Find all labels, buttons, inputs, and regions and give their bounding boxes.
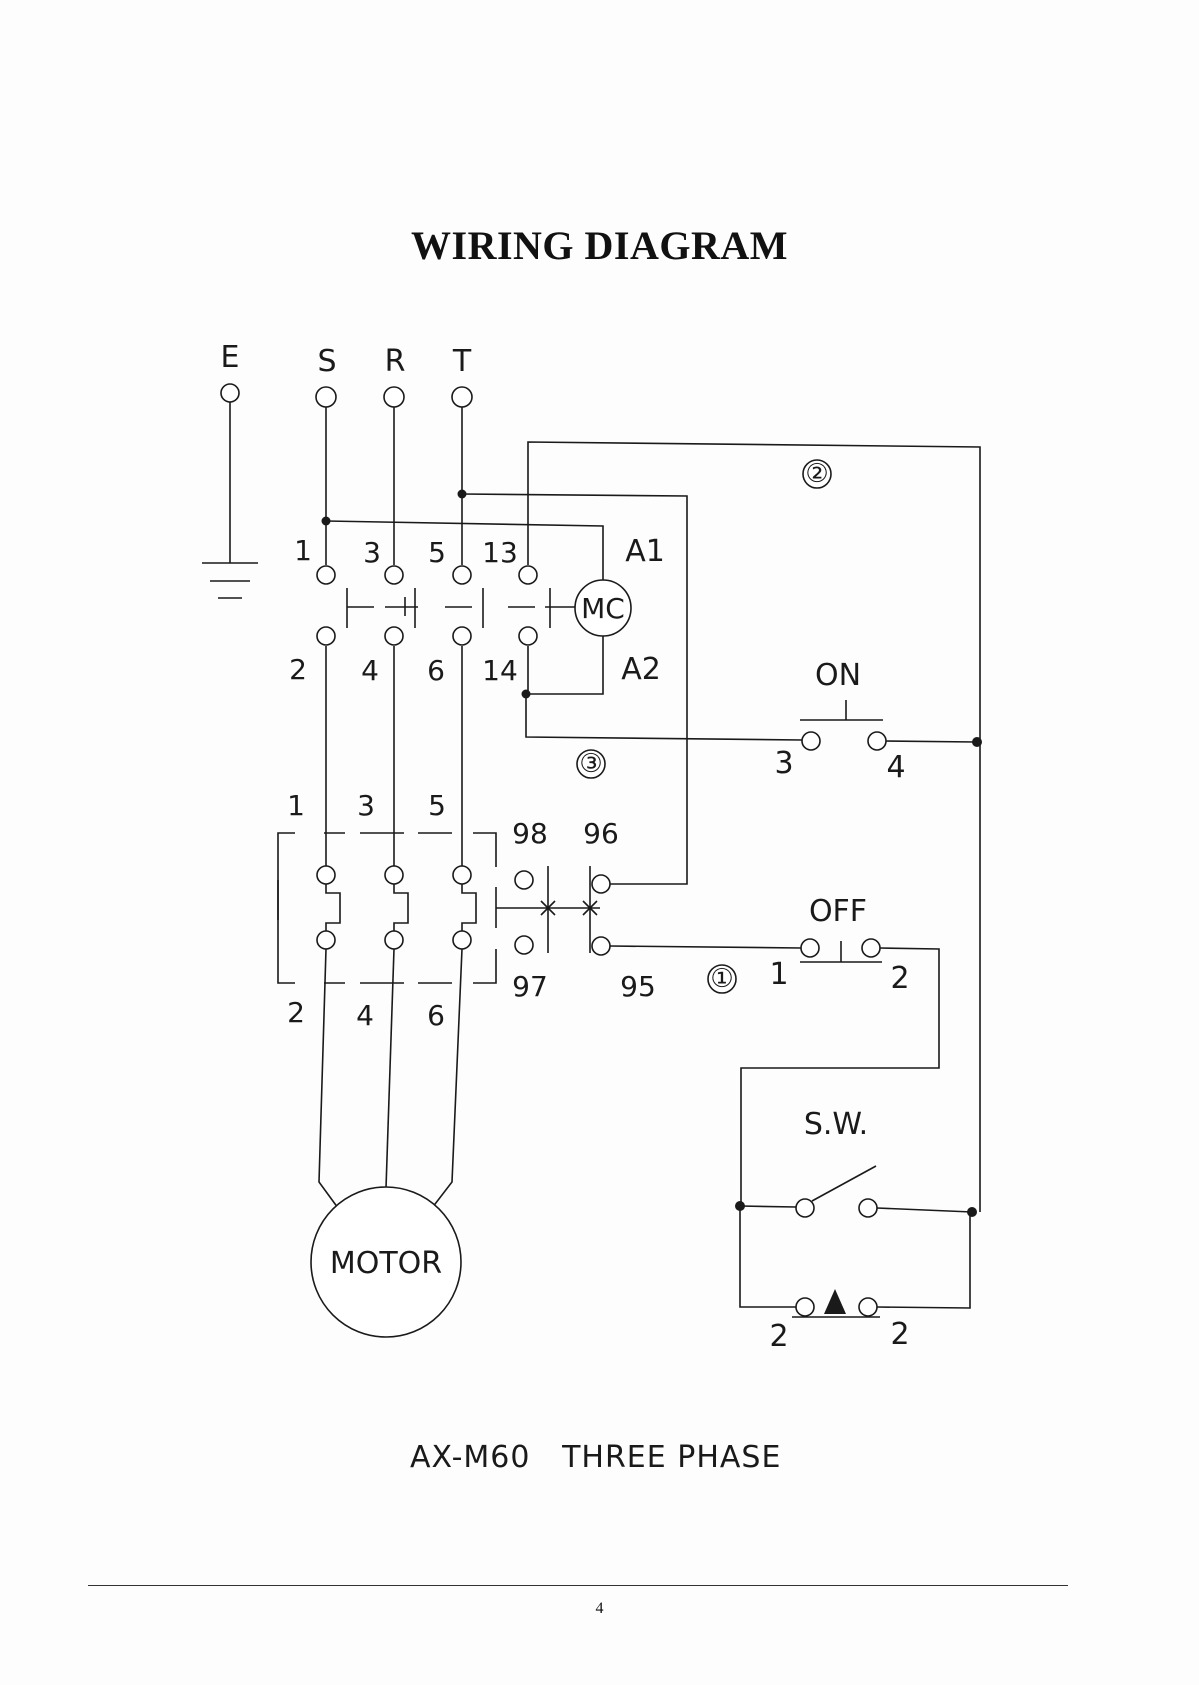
contactor-top-13: 13	[482, 536, 518, 569]
overload-bottom-4: 4	[356, 999, 374, 1032]
junction-on-bus	[972, 737, 982, 747]
page-number: 4	[0, 1600, 1199, 1618]
overload-top-1: 1	[287, 789, 305, 822]
label-s: S	[317, 344, 336, 379]
overload-bottom-6: 6	[427, 999, 445, 1032]
on-switch-4: 4	[886, 750, 905, 785]
label-t: T	[452, 344, 472, 379]
footer-divider	[88, 1585, 1068, 1586]
overload-98: 98	[512, 817, 548, 850]
caption-model: AX-M60	[410, 1440, 530, 1475]
supply-terminals	[316, 387, 472, 407]
motor-label: MOTOR	[330, 1246, 442, 1281]
contactor-top-1: 1	[294, 534, 312, 567]
overload-bottom-2: 2	[287, 996, 305, 1029]
contactor-bottom-6: 6	[427, 654, 445, 687]
coil-a1: A1	[625, 534, 665, 569]
contactor-top-5: 5	[428, 536, 446, 569]
selector-lower-contact	[740, 1206, 970, 1317]
contactor-bottom-terminals	[317, 627, 537, 645]
off-switch-label: OFF	[809, 894, 867, 929]
selector-switch-label: S.W.	[804, 1107, 868, 1142]
wire-2-number: ②	[805, 459, 828, 489]
overload-top-5: 5	[428, 789, 446, 822]
on-switch-label: ON	[815, 658, 861, 693]
overload-96: 96	[583, 817, 619, 850]
contactor-bottom-14: 14	[482, 654, 518, 687]
earth-ground-symbol	[202, 384, 258, 598]
contactor-coil: MC	[528, 580, 631, 694]
selector-switch-right: 2	[890, 1317, 909, 1352]
caption-phase: THREE PHASE	[562, 1440, 781, 1475]
selector-switch-left: 2	[769, 1319, 788, 1354]
contactor-main-contacts	[347, 588, 578, 628]
motor-symbol: MOTOR	[311, 1187, 461, 1337]
label-e: E	[221, 340, 240, 375]
overload-enclosure	[278, 833, 532, 983]
selector-switch	[735, 1166, 977, 1217]
diagram-caption: AX-M60 THREE PHASE	[410, 1440, 781, 1475]
overload-97: 97	[512, 970, 548, 1003]
label-r: R	[385, 344, 406, 379]
overload-95: 95	[620, 970, 656, 1003]
off-switch-1: 1	[769, 957, 788, 992]
overload-thermal-elements	[317, 866, 476, 949]
wire-1	[610, 946, 801, 948]
contactor-top-3: 3	[363, 536, 381, 569]
off-switch-2: 2	[890, 961, 909, 996]
contactor-bottom-4: 4	[361, 654, 379, 687]
overload-to-motor-wires	[319, 949, 462, 1208]
selector-arrow-icon	[824, 1289, 846, 1314]
wire-3-number: ③	[579, 749, 602, 779]
on-switch-3: 3	[774, 746, 793, 781]
overload-top-3: 3	[357, 789, 375, 822]
wire-3	[526, 694, 802, 740]
wire-1-number: ①	[710, 964, 733, 994]
on-pushbutton	[800, 700, 976, 750]
overload-aux-contacts	[515, 866, 610, 955]
coil-label: MC	[581, 592, 625, 625]
contactor-bottom-2: 2	[289, 653, 307, 686]
coil-a2: A2	[621, 652, 661, 687]
